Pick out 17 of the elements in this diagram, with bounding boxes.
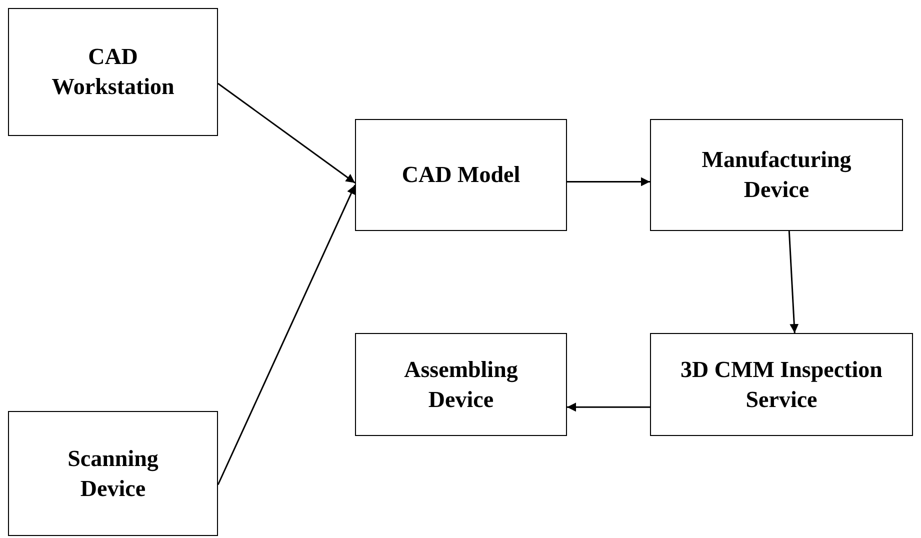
- arrow: [567, 402, 650, 412]
- box-label: 3D CMM Inspection Service: [680, 356, 884, 414]
- arrow: [788, 230, 799, 334]
- box-label: Manufacturing Device: [700, 146, 852, 204]
- box-label: CAD Model: [402, 161, 520, 190]
- arrow: [217, 184, 356, 486]
- process-box: [8, 411, 218, 536]
- box-label: Assembling Device: [403, 356, 519, 414]
- arrow: [567, 177, 650, 186]
- process-box: [355, 119, 567, 231]
- box-label: CAD Workstation: [50, 43, 176, 101]
- process-box: [650, 119, 903, 231]
- arrow: [218, 82, 356, 184]
- process-box: [650, 333, 913, 436]
- process-box: [8, 8, 218, 136]
- box-label: Scanning Device: [66, 444, 160, 502]
- process-box: [355, 333, 567, 436]
